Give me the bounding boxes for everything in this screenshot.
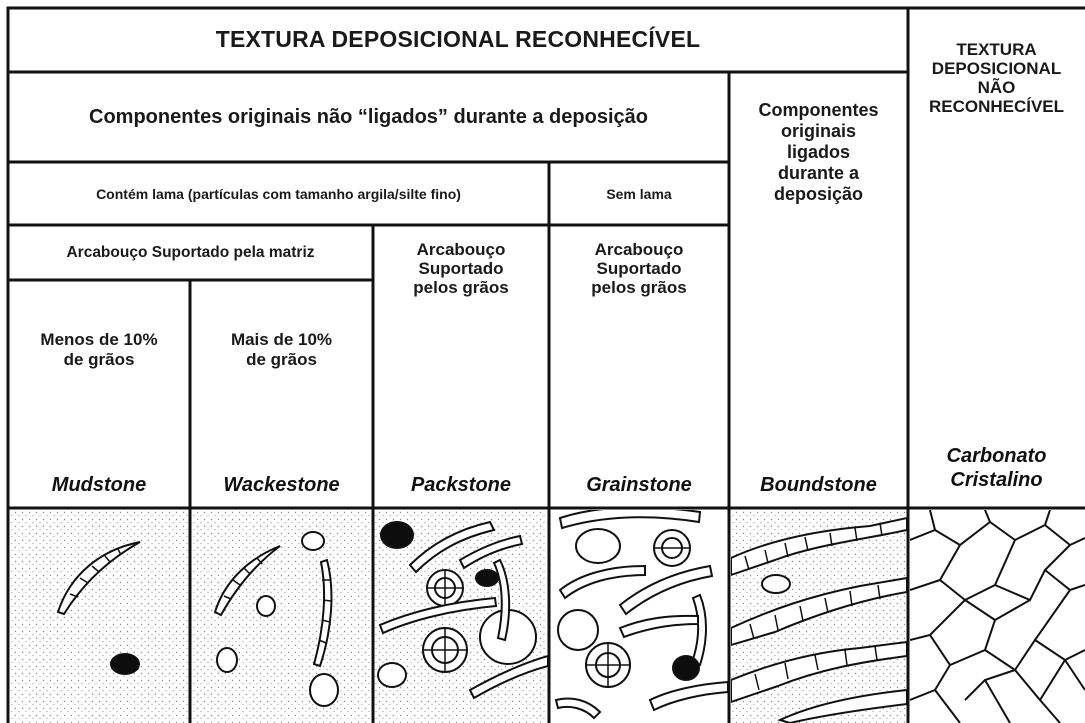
wackestone-matrix — [192, 510, 372, 723]
more-10-line-2: de grãos — [246, 350, 317, 369]
group-grain-supported-2: Arcabouço Suportado pelos grãos — [549, 240, 729, 297]
crystalline-line-1: Carbonato — [946, 445, 1047, 467]
rock-name-grainstone: Grainstone — [586, 474, 692, 496]
less-10-line-1: Menos de 10% — [40, 330, 158, 349]
group-no-mud-text: Sem lama — [606, 186, 672, 202]
crystalline-illustration — [910, 510, 1085, 723]
mudstone-matrix — [10, 510, 189, 723]
header-nr-line-4: RECONHECÍVEL — [928, 97, 1065, 116]
group-not-bound-text: Componentes originais não “ligados” dura… — [89, 105, 648, 128]
gs-line-3: pelos grãos — [413, 278, 509, 297]
header-not-recognizable: TEXTURA DEPOSICIONAL NÃO RECONHECÍVEL — [908, 40, 1085, 116]
group-matrix-supported-text: Arcabouço Suportado pela matriz — [66, 244, 315, 261]
group-bound-line-2: originais — [780, 121, 856, 141]
group-bound-line-4: durante a — [777, 163, 860, 183]
gs2-line-3: pelos grãos — [591, 278, 687, 297]
group-matrix-supported: Arcabouço Suportado pela matriz — [8, 227, 373, 279]
rock-name-mudstone: Mudstone — [51, 474, 147, 496]
rock-name-crystalline: Carbonato Cristalino — [908, 444, 1085, 492]
group-with-mud-text: Contém lama (partículas com tamanho argi… — [96, 186, 461, 202]
group-no-mud: Sem lama — [549, 164, 729, 224]
header-nr-line-1: TEXTURA — [956, 40, 1037, 59]
header-recognizable: TEXTURA DEPOSICIONAL RECONHECÍVEL — [8, 10, 908, 68]
group-with-mud: Contém lama (partículas com tamanho argi… — [8, 164, 549, 224]
gs-line-1: Arcabouço — [416, 240, 506, 259]
group-grain-supported: Arcabouço Suportado pelos grãos — [373, 240, 549, 297]
mudstone-illustration — [56, 541, 141, 675]
group-bound: Componentes originais ligados durante a … — [729, 100, 908, 205]
group-bound-line-1: Componentes — [758, 100, 879, 120]
header-recognizable-text: TEXTURA DEPOSICIONAL RECONHECÍVEL — [215, 25, 701, 52]
group-more-10: Mais de 10% de grãos — [190, 330, 373, 370]
group-less-10: Menos de 10% de grãos — [8, 330, 190, 370]
header-nr-line-2: DEPOSICIONAL — [931, 59, 1062, 78]
more-10-line-1: Mais de 10% — [230, 330, 333, 349]
group-bound-line-5: deposição — [773, 184, 864, 204]
group-bound-line-3: ligados — [786, 142, 850, 162]
group-not-bound: Componentes originais não “ligados” dura… — [8, 74, 729, 160]
grainstone-illustration — [554, 510, 728, 720]
packstone-illustration — [377, 520, 548, 700]
gs2-line-2: Suportado — [596, 259, 682, 278]
rock-name-boundstone: Boundstone — [760, 474, 877, 496]
boundstone-illustration — [731, 516, 907, 723]
less-10-line-2: de grãos — [63, 350, 135, 369]
crystalline-line-2: Cristalino — [950, 469, 1043, 491]
header-nr-line-3: NÃO — [977, 78, 1016, 97]
gs-line-2: Suportado — [418, 259, 504, 278]
wackestone-illustration — [213, 531, 339, 707]
gs2-line-1: Arcabouço — [594, 240, 684, 259]
rock-name-wackestone: Wackestone — [223, 474, 340, 496]
rock-name-packstone: Packstone — [410, 474, 512, 496]
